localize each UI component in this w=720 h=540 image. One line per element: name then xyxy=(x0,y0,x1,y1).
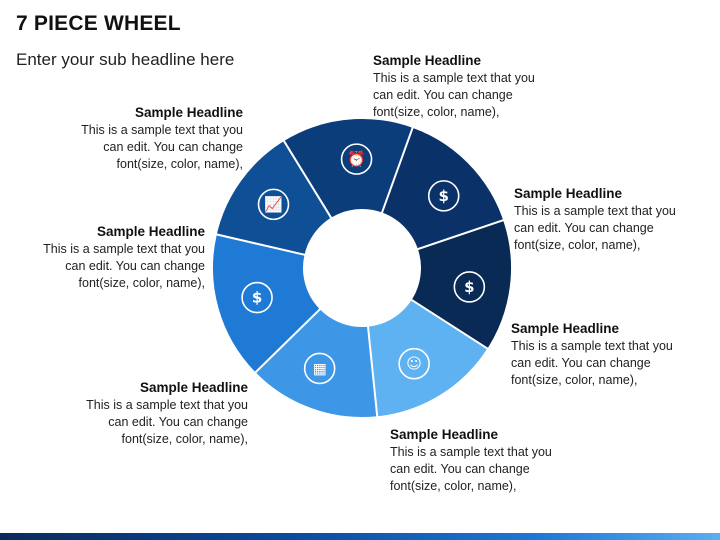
presentation-chart-icon: ▦ xyxy=(303,352,336,385)
block-text-line: This is a sample text that you xyxy=(86,398,248,412)
dollar-coins-icon: $ xyxy=(241,281,273,314)
block-text-line: font(size, color, name), xyxy=(373,105,500,119)
block-text-line: can edit. You can change xyxy=(390,462,530,476)
text-block-2: Sample Headline This is a sample text th… xyxy=(514,185,694,254)
block-text-line: can edit. You can change xyxy=(65,259,205,273)
block-text-line: font(size, color, name), xyxy=(121,432,248,446)
dollar-hand-icon: $ xyxy=(427,180,460,212)
business-growth-icon: 📈 xyxy=(257,188,290,221)
block-headline: Sample Headline xyxy=(134,105,243,120)
block-text-line: This is a sample text that you xyxy=(390,445,552,459)
block-headline: Sample Headline xyxy=(139,380,248,395)
block-text-line: font(size, color, name), xyxy=(511,373,638,387)
time-money-icon: ⏰ xyxy=(340,143,373,175)
block-headline: Sample Headline xyxy=(511,321,620,336)
block-headline: Sample Headline xyxy=(390,427,499,442)
block-text-line: font(size, color, name), xyxy=(514,238,641,252)
page-subtitle: Enter your sub headline here xyxy=(16,50,235,69)
id-card-icon: ☺ xyxy=(398,347,430,380)
block-text-line: This is a sample text that you xyxy=(43,242,205,256)
text-block-6: Sample Headline This is a sample text th… xyxy=(25,223,205,292)
money-tree-icon: $ xyxy=(453,271,486,303)
text-block-4: Sample Headline This is a sample text th… xyxy=(390,426,570,495)
block-text-line: can edit. You can change xyxy=(373,88,513,102)
block-text-line: font(size, color, name), xyxy=(390,479,517,493)
text-block-5: Sample Headline This is a sample text th… xyxy=(68,379,248,448)
block-text-line: can edit. You can change xyxy=(103,140,243,154)
block-text-line: font(size, color, name), xyxy=(116,157,243,171)
text-block-3: Sample Headline This is a sample text th… xyxy=(511,320,691,389)
text-block-7: Sample Headline This is a sample text th… xyxy=(63,104,243,173)
seven-piece-wheel: 📈 ⏰ $ $ ☺ ▦ $ xyxy=(211,117,513,420)
block-headline: Sample Headline xyxy=(373,53,482,68)
block-text-line: can edit. You can change xyxy=(514,221,654,235)
block-text-line: can edit. You can change xyxy=(108,415,248,429)
footer-bar xyxy=(0,533,720,540)
svg-text:▦: ▦ xyxy=(313,359,327,377)
text-block-1: Sample Headline This is a sample text th… xyxy=(373,52,553,121)
block-headline: Sample Headline xyxy=(514,186,623,201)
svg-text:$: $ xyxy=(464,278,474,296)
block-headline: Sample Headline xyxy=(96,224,205,239)
svg-text:$: $ xyxy=(439,187,449,205)
block-text-line: This is a sample text that you xyxy=(373,71,535,85)
svg-text:☺: ☺ xyxy=(406,355,422,373)
block-text-line: This is a sample text that you xyxy=(514,204,676,218)
block-text-line: font(size, color, name), xyxy=(78,276,205,290)
block-text-line: can edit. You can change xyxy=(511,356,651,370)
svg-text:⏰: ⏰ xyxy=(347,149,366,168)
page-title: 7 PIECE WHEEL xyxy=(16,12,181,35)
block-text-line: This is a sample text that you xyxy=(511,339,673,353)
svg-text:📈: 📈 xyxy=(264,195,283,213)
svg-text:$: $ xyxy=(252,289,262,307)
block-text-line: This is a sample text that you xyxy=(81,123,243,137)
wheel-center xyxy=(304,210,420,326)
